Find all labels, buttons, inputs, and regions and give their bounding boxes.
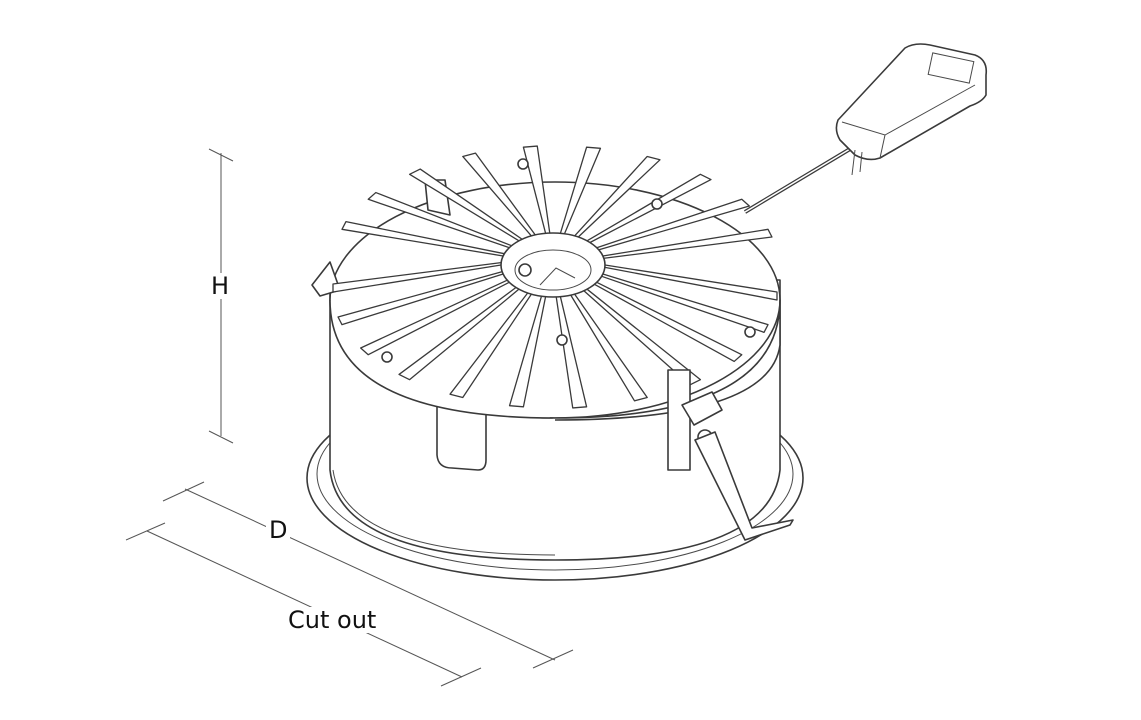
fin xyxy=(570,293,648,402)
fin xyxy=(555,296,588,409)
fin xyxy=(449,292,532,399)
spring-clip xyxy=(667,369,794,541)
fin xyxy=(604,264,778,301)
fin xyxy=(337,271,504,326)
cutout-label: Cut out xyxy=(285,607,380,633)
fin xyxy=(462,152,536,237)
fins xyxy=(332,145,778,409)
driver-box xyxy=(743,43,988,214)
height-label: H xyxy=(208,273,233,299)
fin xyxy=(367,191,512,249)
fin xyxy=(586,173,712,243)
fin xyxy=(522,145,551,234)
screw-icon xyxy=(518,263,532,277)
fin xyxy=(559,146,602,234)
fin xyxy=(594,281,743,363)
fin xyxy=(341,220,505,257)
fin xyxy=(360,279,510,356)
fin xyxy=(508,296,547,408)
fin xyxy=(596,198,750,251)
screws xyxy=(381,158,756,363)
depth-label: D xyxy=(266,517,291,543)
cutout-dimension xyxy=(125,522,482,687)
depth-dimension xyxy=(162,481,574,669)
fin xyxy=(398,287,520,381)
fin xyxy=(408,168,523,242)
center-hub xyxy=(500,232,606,298)
fin xyxy=(601,273,769,334)
fin xyxy=(332,261,502,293)
fin xyxy=(574,155,661,238)
fin xyxy=(602,228,773,259)
